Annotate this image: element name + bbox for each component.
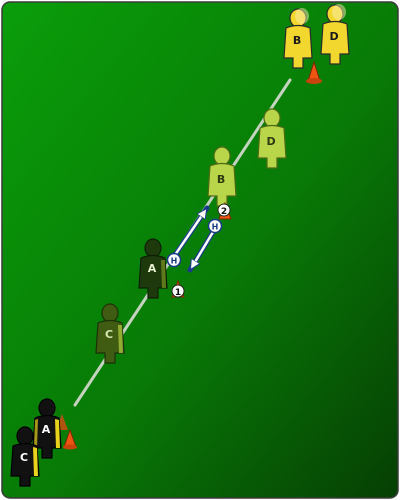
cone-2: 2: [217, 201, 232, 220]
player-label: B: [293, 34, 301, 47]
player-bottom-c[interactable]: C: [10, 426, 40, 487]
pass-arrow-forward: [172, 205, 210, 258]
player-mid-b[interactable]: B: [207, 146, 237, 207]
cone-number: 2: [221, 207, 227, 217]
player-label: D: [329, 30, 338, 43]
pass-arrow-back: [187, 229, 216, 273]
player-label: D: [266, 135, 275, 148]
player-label: B: [217, 173, 225, 186]
pass-marker-label: H: [171, 257, 178, 266]
cone-number: 1: [175, 288, 181, 298]
player-label: C: [105, 328, 113, 341]
cone-top: [306, 60, 322, 84]
player-label: A: [42, 423, 51, 436]
pass-marker-h-1: H: [166, 252, 182, 268]
player-top-d[interactable]: D: [320, 4, 350, 65]
player-label: C: [20, 451, 28, 464]
cone-1: 1: [171, 279, 185, 298]
pass-marker-h-2: H: [207, 218, 223, 234]
player-label: A: [148, 262, 157, 275]
player-mid-d[interactable]: D: [257, 108, 287, 169]
pass-marker-label: H: [212, 223, 219, 232]
player-mid-c[interactable]: C: [95, 303, 125, 364]
player-mid-a[interactable]: A: [138, 238, 168, 299]
player-bottom-a[interactable]: A: [32, 398, 62, 459]
player-top-b[interactable]: B: [283, 8, 313, 69]
